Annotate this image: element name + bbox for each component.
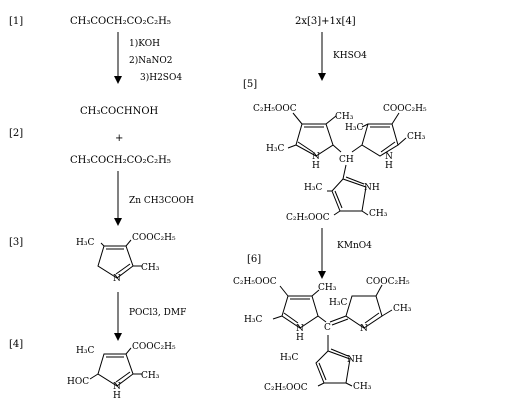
compound-5-nitrogen-left: N: [312, 152, 320, 162]
compound-5-ester-top-right: COOC₂H₅: [383, 104, 427, 114]
step-5-reagent: KMnO4: [337, 241, 372, 251]
compound-5-nh-hydrogen-left: H: [312, 161, 320, 171]
plus-sign: +: [115, 133, 123, 144]
compound-6-structure: [272, 284, 393, 387]
compound-5-methine: CH: [339, 155, 354, 165]
compound-4-nitrogen: N: [113, 382, 121, 392]
compound-5-nh-bottom: NH: [364, 183, 380, 193]
step-4-equation: 2x[3]+1x[4]: [295, 16, 356, 27]
compound-3-nitrogen: N: [113, 274, 121, 284]
step-1-condition-1: 1)KOH: [129, 38, 160, 49]
compound-6-methyl-right: CH₃: [393, 304, 412, 314]
compound-4-methyl-left: H₃C: [76, 346, 94, 356]
compound-4-structure: [89, 347, 142, 387]
compound-3-methyl-right: CH₃: [141, 263, 160, 273]
compound-5-methyl-bottom: H₃C: [304, 183, 322, 193]
compound-4-ester: COOC₂H₅: [132, 342, 176, 352]
compound-2-oxime: CH₃COCHNOH: [80, 106, 159, 117]
compound-label-5: [5]: [243, 79, 257, 90]
step-1-condition-2: 2)NaNO2: [129, 55, 172, 66]
compound-1-formula: CH₃COCH₂CO₂C₂H₅: [70, 16, 171, 27]
compound-6-nitrogen-left: N: [296, 324, 304, 334]
compound-5-nitrogen-right: N: [385, 152, 393, 162]
step-2-conditions: Zn CH3COOH: [129, 196, 194, 206]
compound-6-methyl-top-right: H₃C: [329, 298, 347, 308]
compound-6-methyl-bottom: H₃C: [280, 353, 298, 363]
step-4-reagent: KHSO4: [333, 51, 367, 61]
compound-label-3: [3]: [9, 237, 23, 248]
compound-label-6: [6]: [247, 254, 261, 265]
compound-4-methyl-right: CH₃: [141, 371, 160, 381]
compound-5-structure: [287, 112, 407, 216]
compound-6-methyl-left: H₃C: [244, 315, 262, 325]
step-1-condition-3: 3)H2SO4: [140, 72, 182, 83]
compound-6-ester-top-right: COOC₂H₅: [366, 277, 410, 287]
compound-5-methyl-bottom-right: CH₃: [369, 209, 388, 219]
compound-6-ester-bottom: C₂H₅OOC: [264, 383, 308, 393]
compound-5-methyl-top-left: CH₃: [335, 112, 354, 122]
compound-3-structure: [97, 239, 142, 279]
compound-label-4: [4]: [9, 339, 23, 350]
compound-6-central-carbon: C: [324, 323, 331, 333]
compound-2-ester: CH₃COCH₂CO₂C₂H₅: [70, 155, 171, 166]
compound-6-methyl-bottom-right: CH₃: [353, 382, 372, 392]
compound-5-methyl-left: H₃C: [266, 144, 284, 154]
compound-6-methyl-top-left: CH₃: [318, 283, 337, 293]
compound-5-ester-bottom: C₂H₅OOC: [286, 213, 330, 223]
compound-5-methyl-right: CH₃: [407, 132, 426, 142]
compound-label-2: [2]: [9, 128, 23, 139]
compound-3-methyl-left: H₃C: [76, 238, 94, 248]
compound-5-nh-hydrogen-right: H: [385, 161, 393, 171]
compound-5-ester-top-left: C₂H₅OOC: [253, 104, 297, 114]
compound-label-1: [1]: [9, 16, 23, 27]
step-3-conditions: POCl3, DMF: [129, 308, 186, 318]
compound-6-nitrogen-right: N: [360, 324, 368, 334]
compound-4-aldehyde: HOC: [67, 377, 89, 387]
compound-6-ester-top-left: C₂H₅OOC: [233, 277, 277, 287]
compound-3-ester: COOC₂H₅: [132, 233, 176, 243]
compound-4-nh-hydrogen: H: [113, 391, 121, 401]
compound-5-methyl-top-right: H₃C: [345, 123, 363, 133]
compound-6-nh-bottom: NH: [347, 355, 363, 365]
compound-6-nh-hydrogen-left: H: [296, 333, 304, 343]
